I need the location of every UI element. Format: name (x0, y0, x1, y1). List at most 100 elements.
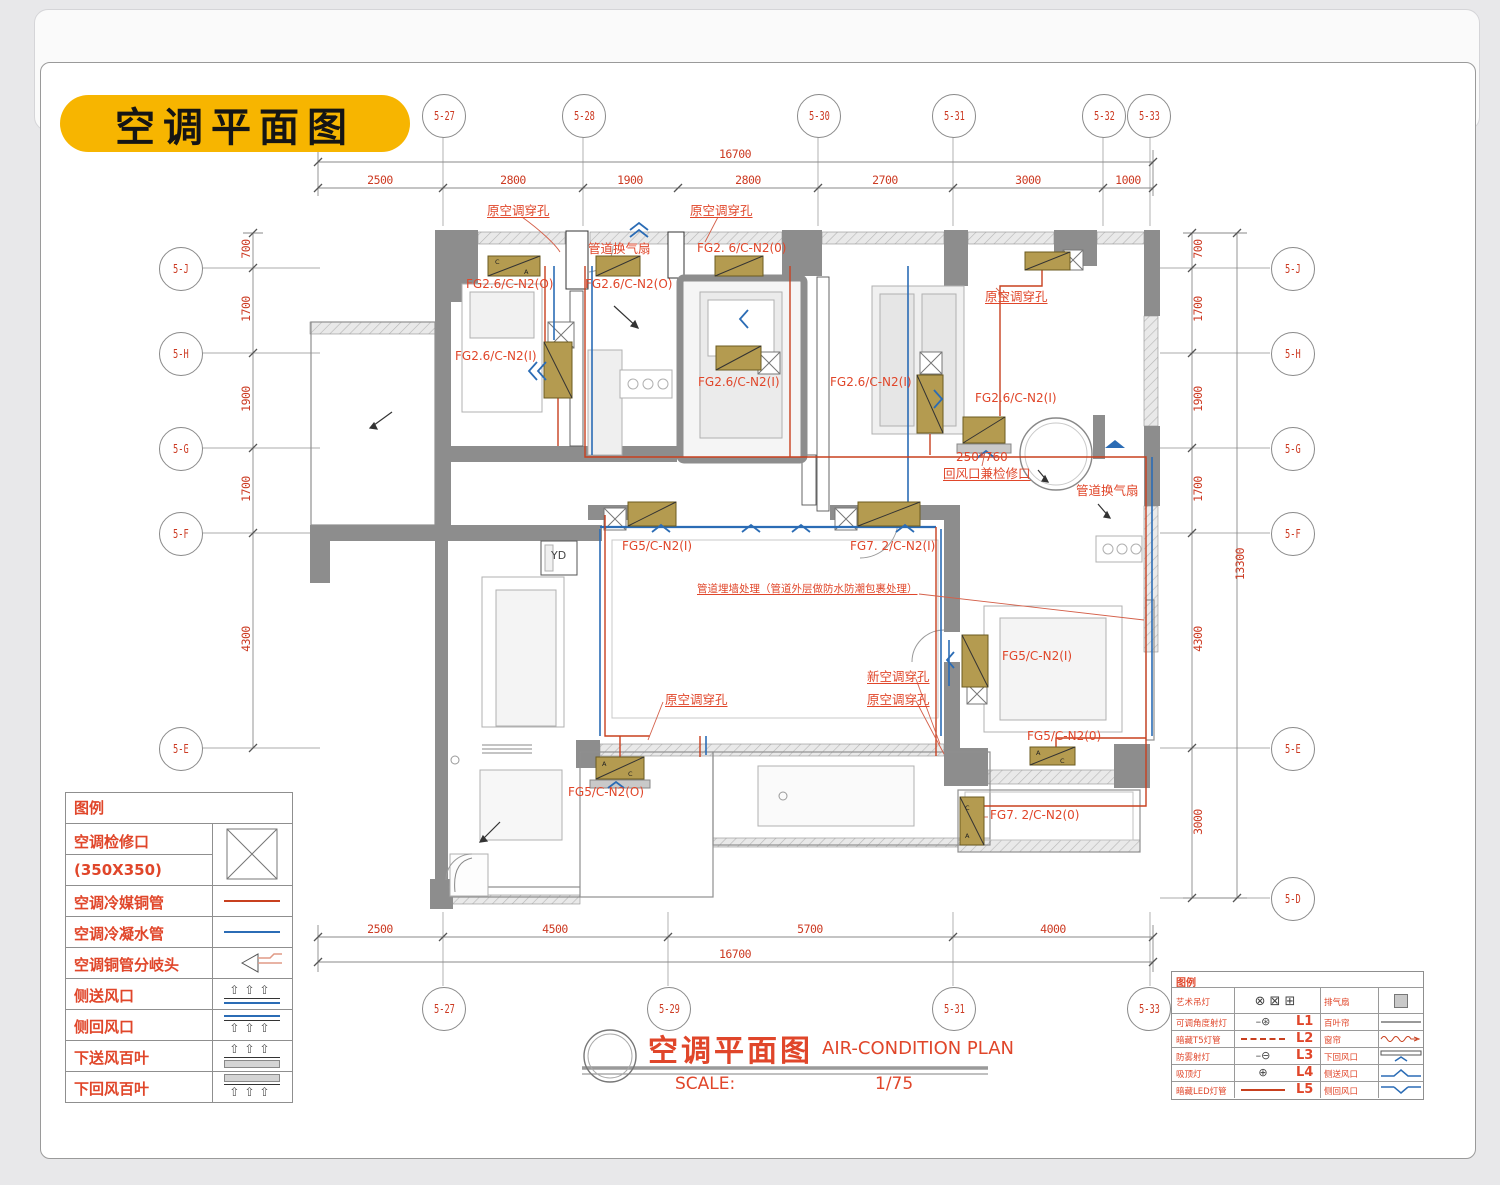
titleblock-graphics (582, 1029, 988, 1083)
label-fg26-i-left: FG2.6/C-N2(I) (455, 349, 537, 363)
label-orig-ac-hole-3: 原空调穿孔 (985, 289, 1048, 304)
dim-top-total: 16700 (718, 147, 752, 161)
dim-bottom-total: 16700 (718, 947, 752, 961)
label-duct-fan-2: 管道换气扇 (1076, 483, 1139, 498)
legend-ceiling-light-label: 吸顶灯 (1176, 1070, 1202, 1080)
copper-pipe-legend-icon (212, 885, 292, 916)
grid-bubble-top-3: 5-30 (797, 94, 841, 138)
side-supply-legend-icon: ⇧⇧⇧ (212, 978, 292, 1009)
svg-text:C: C (495, 258, 500, 266)
legend-curtain-label: 窗帘 (1324, 1036, 1342, 1046)
dim-top-seg-7: 1000 (1115, 173, 1141, 187)
white-pillars (565, 230, 685, 290)
titleblock-scale-label: SCALE: (675, 1074, 736, 1094)
dim-top-seg-5: 2700 (872, 173, 898, 187)
grid-bubble-top-5: 5-32 (1082, 94, 1126, 138)
titleblock-title-cn: 空调平面图 (648, 1034, 813, 1069)
grid-bubble-bottom-1: 5-27 (422, 987, 466, 1031)
dim-right-seg-2: 1700 (1191, 296, 1205, 322)
label-fg26-o-left: FG2.6/C-N2(O) (466, 277, 554, 291)
svg-text:A: A (602, 760, 607, 768)
label-fg5-i-living: FG5/C-N2(I) (622, 539, 693, 553)
label-fg5-o-right: FG5/C-N2(0) (1027, 729, 1102, 743)
label-duct-fan-1: 管道换气扇 (588, 241, 651, 256)
legend-row-side-supply-label: 侧送风口 (74, 987, 135, 1005)
led-strip-icon (1234, 1083, 1292, 1096)
down-supply-legend-icon: ⇧⇧⇧ (212, 1040, 292, 1071)
curtain-icon (1378, 1032, 1423, 1045)
legend-blind-label: 百叶帘 (1324, 1019, 1350, 1029)
grid-bubble-right-2: 5-H (1271, 332, 1315, 376)
label-return-size: 250*760 (956, 450, 1008, 464)
label-fg72-o-bottom: FG7. 2/C-N2(0) (990, 808, 1080, 822)
legend-code-l3: L3 (1296, 1048, 1314, 1063)
dim-top-seg-6: 3000 (1015, 173, 1041, 187)
grid-bubble-bottom-2: 5-29 (647, 987, 691, 1031)
ceiling-light-icon: ⊕ (1258, 1066, 1268, 1079)
grid-bubble-left-4: 5-F (159, 512, 203, 556)
label-fg5-o-bottom: FG5/C-N2(O) (568, 785, 645, 799)
adjustable-spotlight-icon: –⊛ (1255, 1015, 1271, 1028)
dim-right-seg-4: 1700 (1191, 476, 1205, 502)
label-new-ac-hole: 新空调穿孔 (867, 669, 930, 684)
side-supply-vent-icon (1378, 1066, 1423, 1079)
dim-left-seg-2: 1700 (239, 296, 253, 322)
legend-row-down-return-label: 下回风百叶 (74, 1080, 150, 1098)
legend-row-drain-label: 空调冷凝水管 (74, 925, 165, 943)
svg-text:A: A (965, 832, 970, 840)
down-return-vent-icon (1378, 1049, 1423, 1062)
grid-bubble-right-4: 5-F (1271, 512, 1315, 556)
dim-top-seg-4: 2800 (735, 173, 761, 187)
label-fg26-i-mid2: FG2.6/C-N2(I) (830, 375, 912, 389)
dim-top-seg-3: 1900 (617, 173, 643, 187)
legend-exhaust-fan-label: 排气扇 (1324, 998, 1350, 1008)
label-return-access: 回风口兼检修口 (943, 466, 1031, 481)
legend-art-light-label: 艺术吊灯 (1176, 998, 1211, 1008)
grid-bubble-right-3: 5-G (1271, 427, 1315, 471)
titleblock-scale-value: 1/75 (875, 1074, 914, 1094)
branch-joint-legend-icon (212, 947, 292, 978)
grid-bubble-left-2: 5-H (159, 332, 203, 376)
dim-right-seg-3: 1900 (1191, 386, 1205, 412)
grid-bubble-top-4: 5-31 (932, 94, 976, 138)
label-fg5-i-bedroom: FG5/C-N2(I) (1002, 649, 1073, 663)
refrigerant-pipes (544, 266, 1147, 807)
label-orig-ac-hole-5: 原空调穿孔 (867, 692, 930, 707)
dim-top-seg-1: 2500 (367, 173, 393, 187)
titleblock-title-en: AIR-CONDITION PLAN (822, 1038, 1014, 1059)
grid-bubble-left-1: 5-J (159, 247, 203, 291)
legend-row-copper-label: 空调冷媒铜管 (74, 894, 165, 912)
label-fg72-i-living: FG7. 2/C-N2(I) (850, 539, 936, 553)
window-bands (309, 231, 1159, 905)
dim-bottom-seg-3: 5700 (797, 922, 823, 936)
legend-row-branch-label: 空调铜管分岐头 (74, 956, 180, 974)
access-panel-legend-icon (212, 827, 292, 881)
legend-down-return-label: 下回风口 (1324, 1053, 1359, 1063)
walls (310, 230, 1160, 909)
exhaust-fan-icon (1378, 993, 1423, 1009)
t5-lamp-icon (1234, 1032, 1292, 1045)
sheet-title-badge: 空调平面图 (60, 95, 410, 152)
balcony-outlines (310, 321, 1155, 898)
legend-row-access-size: (350X350) (74, 861, 162, 879)
dim-left-seg-5: 4300 (239, 626, 253, 652)
svg-text:C: C (965, 804, 970, 812)
sheet-title: 空调平面图 (115, 104, 355, 151)
grid-bubble-left-3: 5-G (159, 427, 203, 471)
legend-row-down-supply-label: 下送风百叶 (74, 1049, 150, 1067)
legend-left-table: 图例 空调检修口 (350X350) 空调冷媒铜管 空调冷凝水管 空调铜管分岐头… (65, 792, 293, 1103)
ac-units: C A A C A C C A (487, 251, 1076, 846)
dim-bottom-seg-1: 2500 (367, 922, 393, 936)
legend-led-label: 暗藏LED灯管 (1176, 1087, 1227, 1097)
label-fg26-i-right: FG2.6/C-N2(I) (975, 391, 1057, 405)
dim-right-seg-1: 700 (1191, 239, 1205, 259)
furniture (449, 283, 1143, 897)
airflow-arrow-icons (527, 221, 1125, 789)
legend-code-l2: L2 (1296, 1031, 1314, 1046)
svg-text:A: A (524, 268, 529, 276)
side-return-legend-icon: ⇧⇧⇧ (212, 1009, 292, 1040)
label-pipe-embed-note: 管道埋墙处理（管道外层做防水防潮包裹处理） (697, 583, 918, 595)
annotation-arrows (368, 305, 1112, 843)
grid-bubble-right-5: 5-E (1271, 727, 1315, 771)
